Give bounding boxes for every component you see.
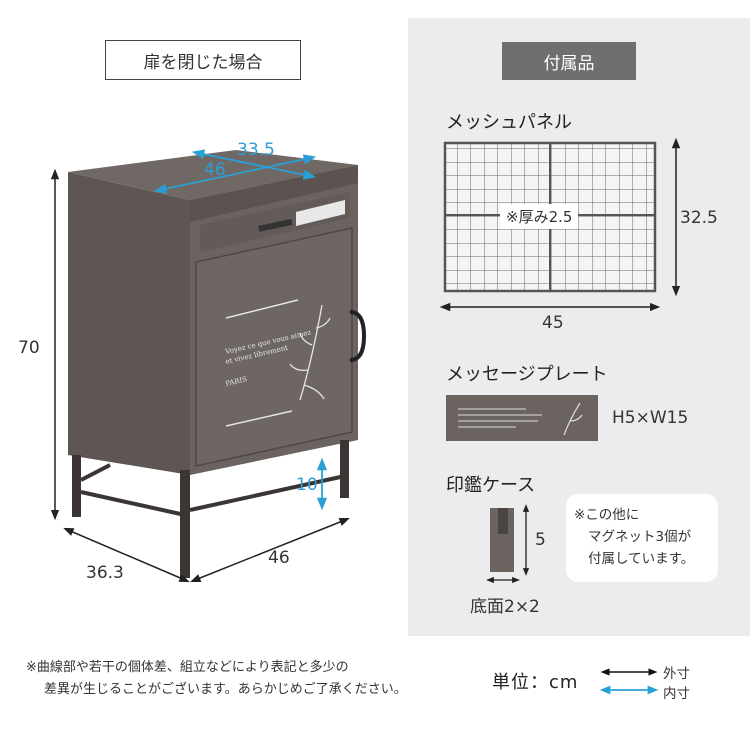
legend-inner: 内寸 — [663, 686, 690, 702]
closed-door-title: 扉を閉じた場合 — [105, 40, 301, 80]
leg-height-label: 10 — [296, 475, 318, 495]
legend-outer: 外寸 — [663, 666, 690, 682]
accessories-title: 付属品 — [502, 42, 636, 80]
mesh-panel-label: メッシュパネル — [446, 112, 572, 133]
magnet-note: ※この他に マグネット3個が 付属しています。 — [566, 494, 718, 582]
message-plate-size: H5×W15 — [612, 408, 689, 428]
name-plate — [296, 200, 345, 226]
cabinet-illustration: Voyez ce que vous aimez et vivez libreme… — [50, 149, 367, 583]
door-handle — [349, 310, 367, 362]
outer-width-top-label: 46 — [204, 160, 226, 180]
note-line-2: マグネット3個が — [588, 529, 692, 545]
mesh-width-label: 45 — [542, 313, 564, 333]
unit-label: 単位：cm — [492, 672, 579, 693]
footnote-line-1: ※曲線部や若干の個体差、組立などにより表記と多少の — [26, 660, 349, 675]
mail-slot-handle — [257, 218, 293, 232]
inner-width-label: 33.5 — [237, 140, 275, 160]
flower-icon — [289, 304, 331, 401]
mesh-height-label: 32.5 — [680, 208, 718, 228]
stamp-case-illustration — [486, 504, 530, 584]
legend-arrows — [600, 668, 659, 695]
cabinet-door — [195, 227, 353, 467]
stamp-case-label: 印鑑ケース — [446, 475, 536, 496]
depth-label: 36.3 — [86, 563, 124, 583]
width-bottom-label: 46 — [268, 548, 290, 568]
note-line-3: 付属しています。 — [588, 551, 695, 567]
message-plate-label: メッセージプレート — [446, 364, 608, 385]
mesh-thickness-label: ※厚み2.5 — [500, 204, 579, 229]
footnote: ※曲線部や若干の個体差、組立などにより表記と多少の 差異が生じることがございます… — [26, 657, 407, 701]
cabinet-side-panel — [68, 172, 190, 475]
footnote-line-2: 差異が生じることがございます。あらかじめご了承ください。 — [44, 682, 407, 697]
stamp-case-base: 底面2×2 — [470, 597, 540, 617]
note-line-1: ※この他に — [574, 507, 640, 523]
stamp-case-height: 5 — [535, 530, 546, 550]
message-plate-illustration — [446, 395, 598, 441]
height-label: 70 — [18, 338, 40, 358]
